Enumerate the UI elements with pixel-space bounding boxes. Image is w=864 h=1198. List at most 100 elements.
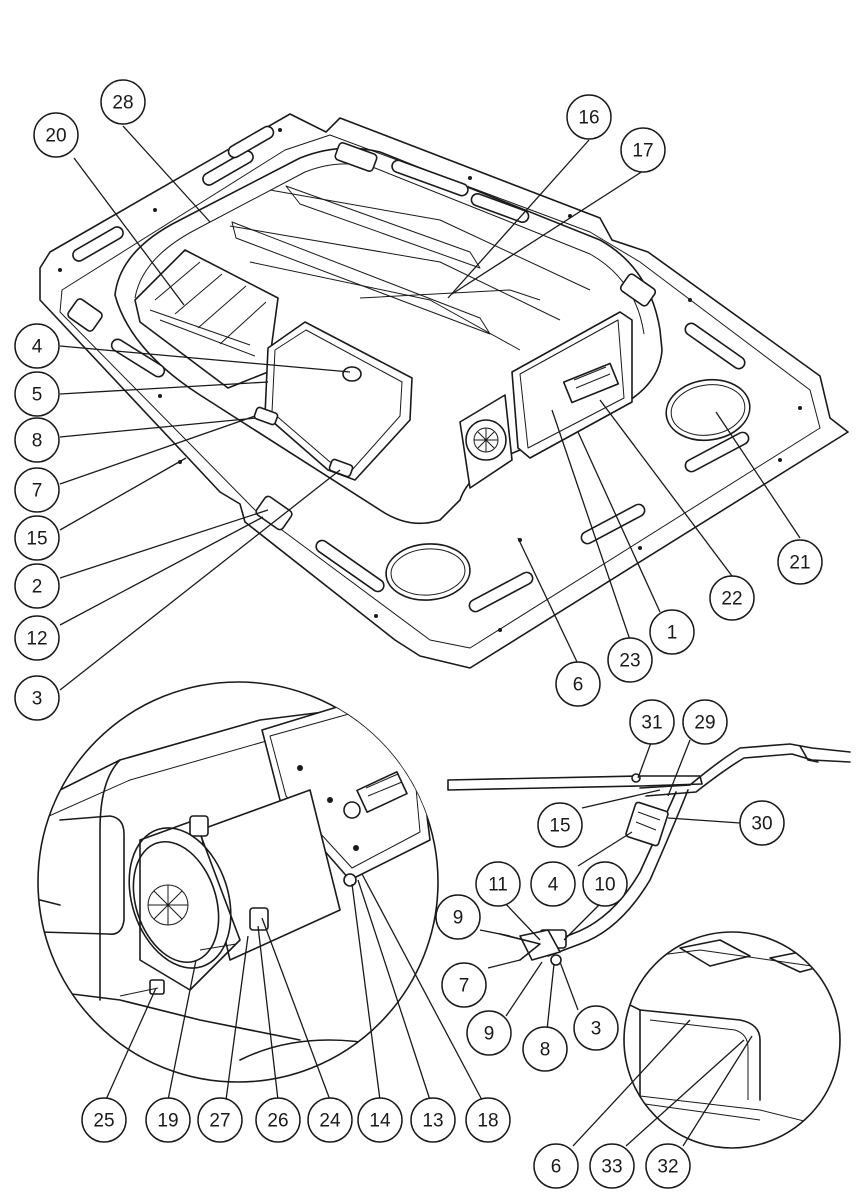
- callout-c31: 31: [629, 699, 675, 745]
- callout-number: 12: [26, 629, 47, 650]
- callout-number: 5: [32, 385, 43, 406]
- callout-c17: 17: [620, 127, 666, 173]
- callout-c23: 23: [607, 637, 653, 683]
- callout-number: 15: [549, 816, 570, 837]
- callout-circle: [709, 575, 755, 621]
- headliner-panel-drawing: [39, 113, 849, 669]
- panel-outer-flange: [39, 113, 849, 669]
- callout-number: 26: [267, 1111, 288, 1132]
- callout-c2: 2: [14, 563, 60, 609]
- callout-circle: [555, 661, 601, 707]
- flange-holes: [58, 128, 802, 632]
- callout-number: 27: [209, 1111, 230, 1132]
- callout-number: 25: [93, 1111, 114, 1132]
- callout-c16: 16: [566, 94, 612, 140]
- callout-circle: [145, 1097, 191, 1143]
- callout-circle: [255, 1097, 301, 1143]
- callout-circle: [435, 894, 481, 940]
- detail-view-window-seal: [623, 931, 841, 1149]
- callout-circle: [100, 79, 146, 125]
- callout-number: 13: [422, 1111, 443, 1132]
- callout-c28: 28: [100, 79, 146, 125]
- callout-circle: [573, 1005, 619, 1051]
- callout-circle: [14, 515, 60, 561]
- callout-number: 9: [484, 1024, 495, 1045]
- callout-c11: 11: [475, 861, 521, 907]
- callout-circle: [465, 1097, 511, 1143]
- callout-number: 2: [32, 577, 43, 598]
- callout-circle: [410, 1097, 456, 1143]
- callout-circle: [14, 563, 60, 609]
- callout-number: 18: [477, 1111, 498, 1132]
- callout-c3b: 3: [573, 1005, 619, 1051]
- callout-number: 1: [667, 623, 678, 644]
- callout-circle: [441, 962, 487, 1008]
- callout-number: 7: [459, 976, 470, 997]
- callout-c21: 21: [777, 539, 823, 585]
- callout-c12: 12: [14, 615, 60, 661]
- callout-number: 8: [540, 1040, 551, 1061]
- callout-c22: 22: [709, 575, 755, 621]
- callout-circle: [14, 615, 60, 661]
- callout-c6b: 6: [533, 1143, 579, 1189]
- callout-circle: [14, 675, 60, 721]
- callout-number: 21: [789, 553, 810, 574]
- callout-number: 19: [157, 1111, 178, 1132]
- callout-c4a: 4: [14, 323, 60, 369]
- center-access-panel: [264, 321, 413, 481]
- callout-c1: 1: [649, 609, 695, 655]
- callout-c4b: 4: [530, 861, 576, 907]
- callout-number: 23: [619, 651, 640, 672]
- callout-c5: 5: [14, 371, 60, 417]
- callout-circle: [777, 539, 823, 585]
- callout-circle: [620, 127, 666, 173]
- callout-circle: [475, 861, 521, 907]
- callout-c15b: 15: [537, 802, 583, 848]
- callout-c29: 29: [682, 699, 728, 745]
- callout-circle: [649, 609, 695, 655]
- callout-c14: 14: [357, 1097, 403, 1143]
- callout-circle: [530, 861, 576, 907]
- callout-circle: [739, 800, 785, 846]
- callout-c9b: 9: [466, 1010, 512, 1056]
- callout-circle: [14, 323, 60, 369]
- callout-number: 31: [641, 713, 662, 734]
- callout-circle: [645, 1143, 691, 1189]
- callout-number: 17: [632, 141, 653, 162]
- callout-number: 3: [591, 1019, 602, 1040]
- callout-number: 22: [721, 589, 742, 610]
- callout-number: 6: [551, 1157, 562, 1178]
- callout-circle: [607, 637, 653, 683]
- callout-number: 15: [26, 529, 47, 550]
- callout-circle: [629, 699, 675, 745]
- flange-slots: [72, 125, 750, 613]
- panel-dome: [114, 147, 663, 525]
- callout-circle: [197, 1097, 243, 1143]
- callout-c7a: 7: [14, 467, 60, 513]
- round-vent-right: [665, 378, 751, 442]
- callout-c8b: 8: [522, 1026, 568, 1072]
- callout-circle: [307, 1097, 353, 1143]
- callout-circle: [566, 94, 612, 140]
- callout-number: 10: [594, 875, 615, 896]
- callout-circle: [533, 1143, 579, 1189]
- callout-c25: 25: [81, 1097, 127, 1143]
- callout-c30: 30: [739, 800, 785, 846]
- callout-c15a: 15: [14, 515, 60, 561]
- round-vent-left: [385, 543, 471, 601]
- callout-circle: [33, 112, 79, 158]
- callout-c13: 13: [410, 1097, 456, 1143]
- callout-c7b: 7: [441, 962, 487, 1008]
- callout-circle: [14, 371, 60, 417]
- callout-number: 8: [32, 431, 43, 452]
- callout-number: 11: [488, 875, 508, 896]
- callout-number: 30: [751, 814, 772, 835]
- callout-circle: [466, 1010, 512, 1056]
- callout-c26: 26: [255, 1097, 301, 1143]
- callout-number: 6: [573, 675, 584, 696]
- callout-c10: 10: [582, 861, 628, 907]
- callout-number: 32: [657, 1157, 678, 1178]
- callout-number: 24: [319, 1111, 341, 1132]
